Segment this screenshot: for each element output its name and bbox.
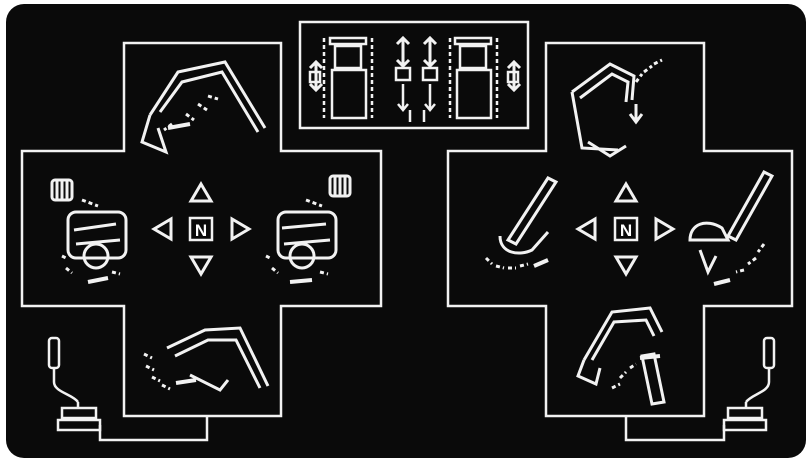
right-neutral-label: N xyxy=(620,221,632,240)
left-neutral-label: N xyxy=(195,221,207,240)
